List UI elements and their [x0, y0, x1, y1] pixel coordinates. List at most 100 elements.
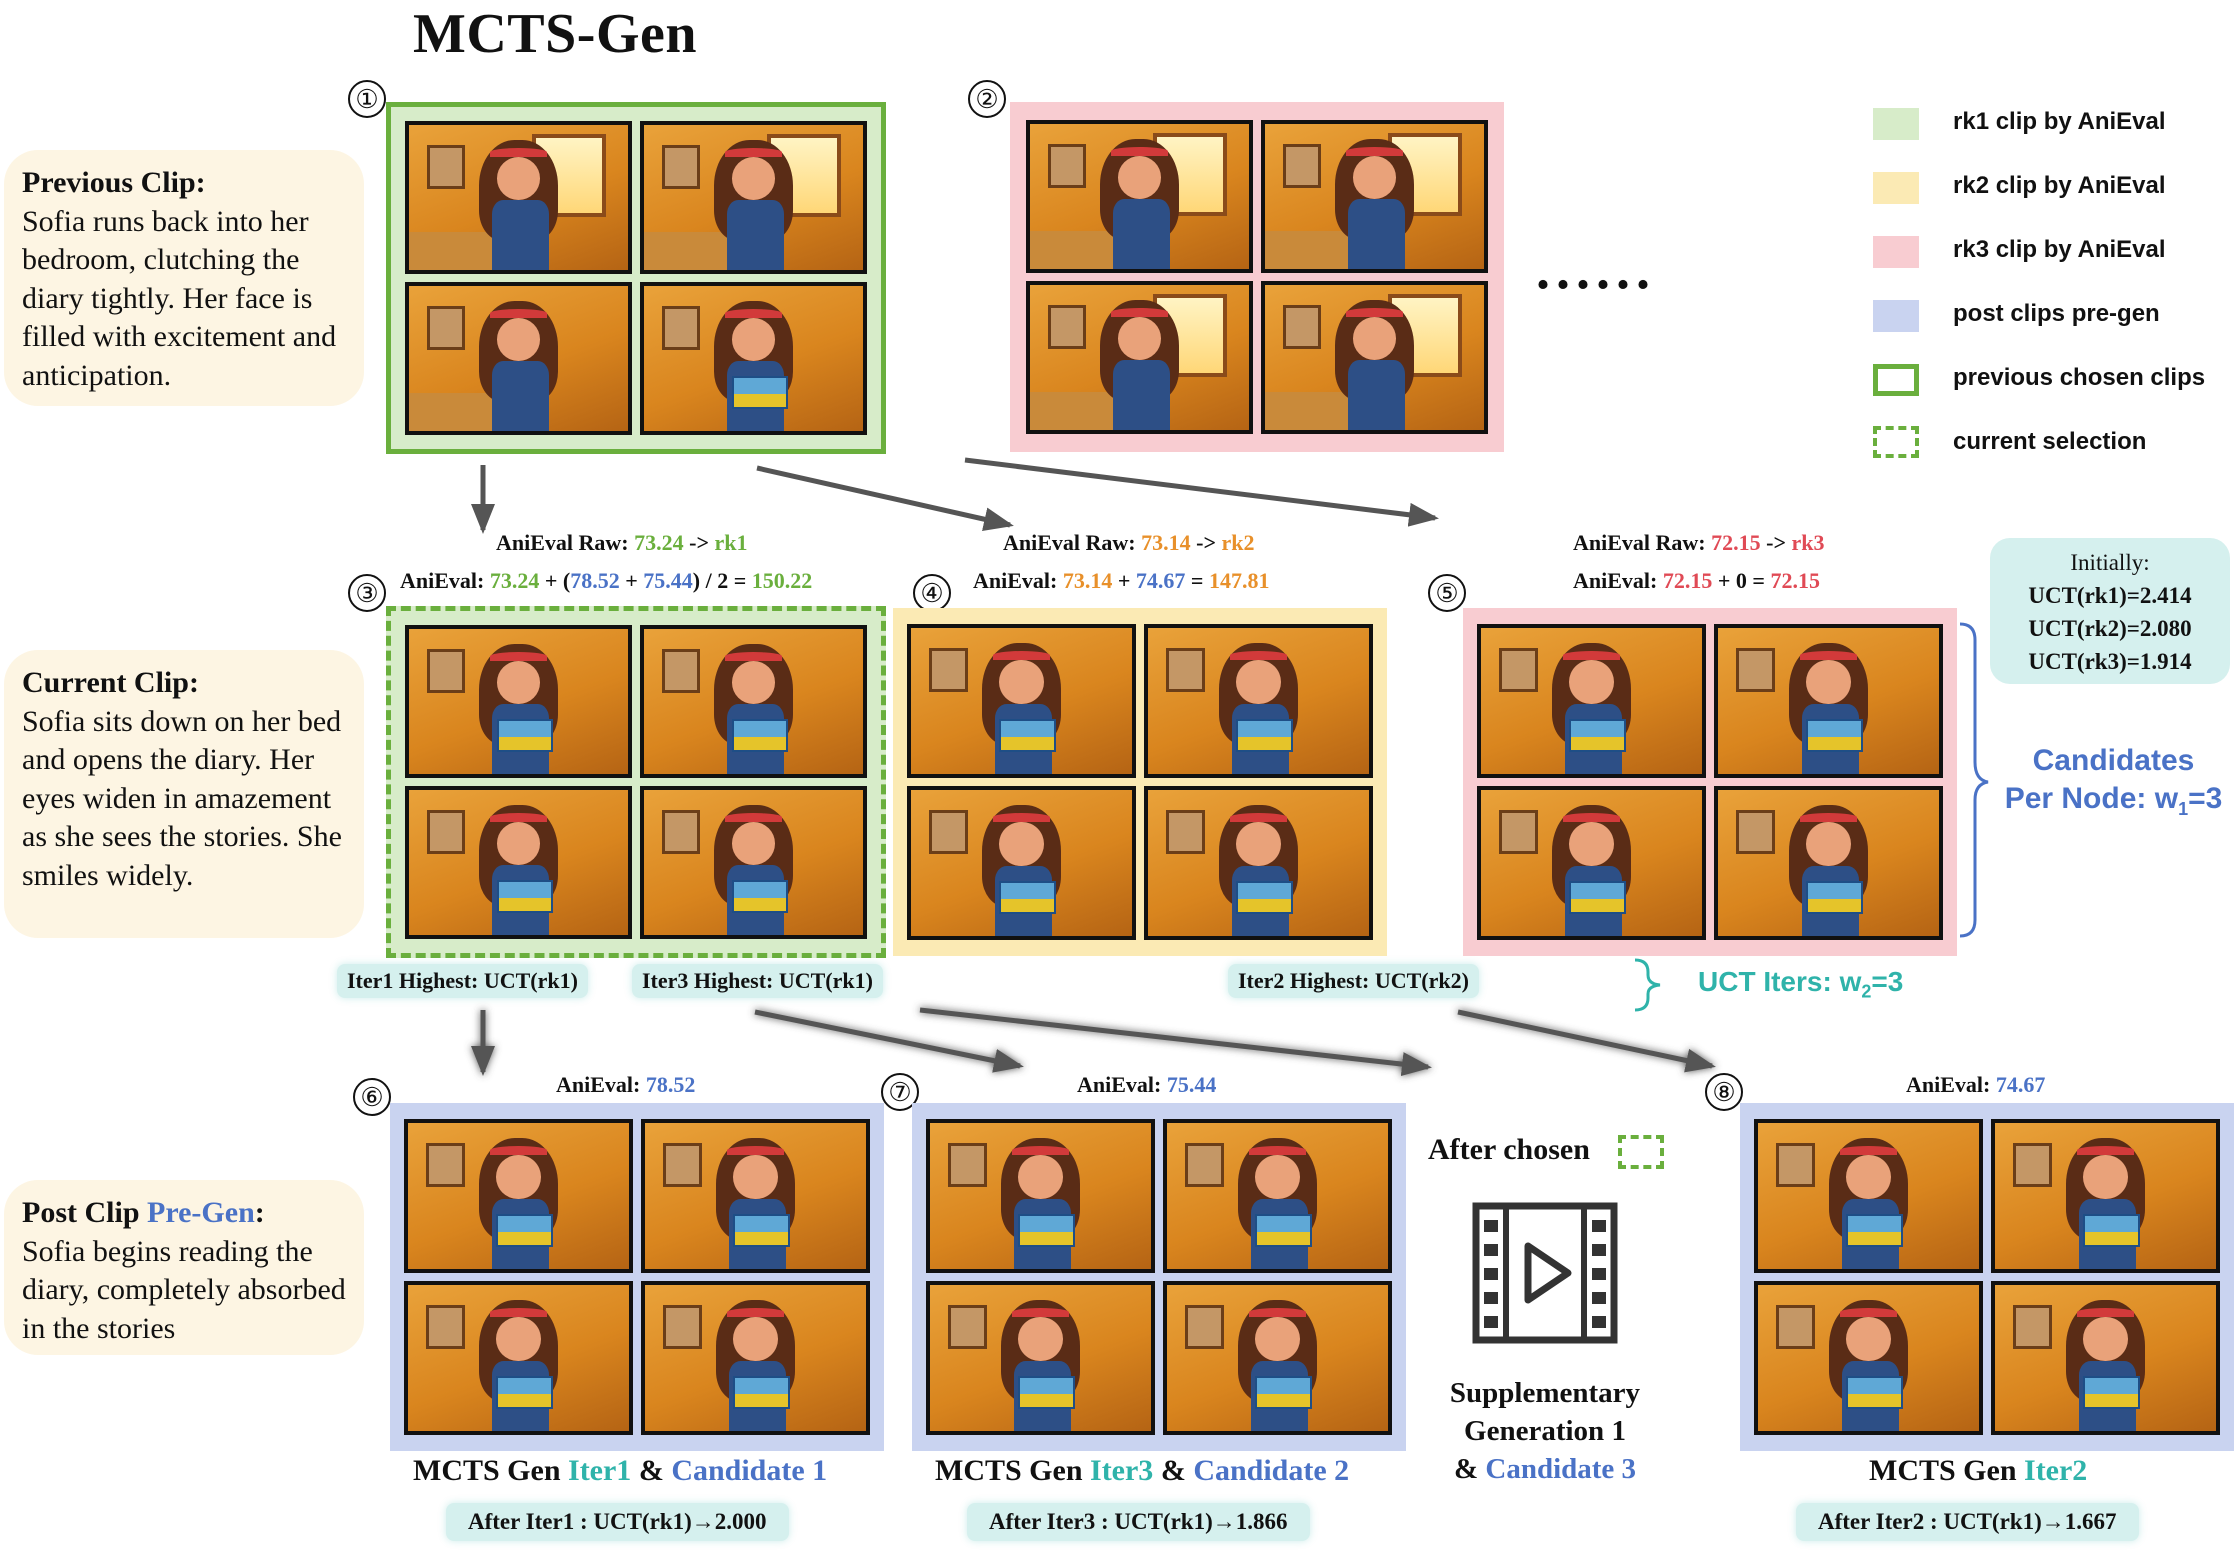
clip-grid-2	[1026, 120, 1488, 434]
panel-node-2[interactable]	[1010, 102, 1504, 452]
after-iter3-label: After Iter3 : UCT(rk1)→1.866	[967, 1503, 1310, 1541]
caption-node-8: MCTS Gen Iter2	[1869, 1454, 2088, 1487]
clip-frame	[1144, 624, 1373, 778]
clip-grid-8	[1754, 1119, 2220, 1435]
candidates-line1: Candidates	[2032, 744, 2195, 777]
clip-frame	[1477, 624, 1706, 778]
score-raw-rk3: AniEval Raw: 72.15 -> rk3	[1573, 530, 1825, 555]
clip-frame	[641, 1281, 870, 1435]
clip-frame	[404, 1281, 633, 1435]
clip-grid-6	[404, 1119, 870, 1435]
iter1-highest-label: Iter1 Highest: UCT(rk1)	[337, 964, 588, 998]
clip-frame	[926, 1281, 1155, 1435]
node-number-8: ⑧	[1705, 1073, 1743, 1111]
clip-frame	[640, 786, 867, 939]
diagram-title: MCTS-Gen	[413, 3, 697, 65]
legend-label-rk3: rk3 clip by AniEval	[1953, 236, 2166, 263]
clip-frame	[1261, 120, 1488, 273]
clip-frame	[405, 282, 632, 435]
after-chosen-label: After chosen	[1428, 1133, 1590, 1166]
candidates-brace	[1959, 622, 1989, 938]
post-clip-note: Post Clip Pre-Gen: Sofia begins reading …	[4, 1180, 364, 1355]
clip-grid-3	[405, 625, 867, 939]
legend-swatch-rk1	[1873, 108, 1919, 140]
clip-frame	[1163, 1119, 1392, 1273]
clip-frame	[641, 1119, 870, 1273]
panel-node-5[interactable]	[1463, 608, 1957, 956]
panel-node-4[interactable]	[893, 608, 1387, 956]
arrow-node4-node8	[1457, 1009, 1716, 1073]
clip-frame	[907, 624, 1136, 778]
supplementary-line2: Generation 1	[1464, 1415, 1626, 1447]
node-number-7: ⑦	[881, 1073, 919, 1111]
arrow-node1-node4	[756, 465, 1014, 531]
legend-swatch-rk3	[1873, 236, 1919, 268]
score-eval-rk2: AniEval: 73.14 + 74.67 = 147.81	[973, 568, 1270, 593]
current-clip-heading: Current Clip:	[22, 666, 199, 699]
clip-frame	[1714, 624, 1943, 778]
legend-swatch-current	[1873, 426, 1919, 458]
clip-frame	[405, 121, 632, 274]
legend-swatch-previous	[1873, 364, 1919, 396]
clip-frame	[1754, 1119, 1983, 1273]
legend-swatch-post	[1873, 300, 1919, 332]
arrow-node3-node7	[754, 1009, 1024, 1073]
clip-frame	[405, 786, 632, 939]
caption-node-6: MCTS Gen Iter1 & Candidate 1	[413, 1454, 828, 1487]
panel-node-7[interactable]	[912, 1103, 1406, 1451]
clip-frame	[1261, 281, 1488, 434]
score-raw-rk2: AniEval Raw: 73.14 -> rk2	[1003, 530, 1255, 555]
previous-clip-colon: :	[195, 166, 206, 199]
initial-uct-rk2: UCT(rk2)=2.080	[2028, 616, 2192, 641]
previous-clip-heading: Previous Clip	[22, 166, 196, 199]
clip-frame	[926, 1119, 1155, 1273]
supplementary-generation-label: Supplementary Generation 1 & Candidate 3	[1395, 1374, 1695, 1488]
panel-node-1[interactable]	[386, 102, 886, 454]
panel-node-3[interactable]	[386, 606, 886, 958]
panel-node-6[interactable]	[390, 1103, 884, 1451]
legend-swatch-rk2	[1873, 172, 1919, 204]
clip-frame	[1754, 1281, 1983, 1435]
previous-clip-note: Previous Clip: Sofia runs back into her …	[4, 150, 364, 406]
score-raw-rk1: AniEval Raw: 73.24 -> rk1	[496, 530, 748, 555]
node-number-5: ⑤	[1428, 574, 1466, 612]
legend-label-previous: previous chosen clips	[1953, 364, 2206, 391]
post-clip-heading-c: :	[254, 1196, 265, 1229]
after-iter1-label: After Iter1 : UCT(rk1)→2.000	[446, 1503, 789, 1541]
clip-frame	[1714, 786, 1943, 940]
legend-label-post: post clips pre-gen	[1953, 300, 2160, 327]
arrow-node3-supplementary	[919, 1007, 1432, 1077]
post-score-8: AniEval: 74.67	[1906, 1072, 2046, 1097]
current-clip-note: Current Clip: Sofia sits down on her bed…	[4, 650, 364, 938]
uct-iters-brace	[1634, 958, 1661, 1012]
clip-frame	[1026, 281, 1253, 434]
clip-grid-7	[926, 1119, 1392, 1435]
initial-uct-rk3: UCT(rk3)=1.914	[2028, 649, 2192, 674]
node-number-2: ②	[968, 80, 1006, 118]
current-selection-marker	[1618, 1135, 1664, 1169]
initial-uct-rk1: UCT(rk1)=2.414	[2028, 583, 2192, 608]
previous-clip-text: Sofia runs back into her bedroom, clutch…	[22, 204, 337, 392]
clip-frame	[907, 786, 1136, 940]
post-clip-heading-b: Pre-Gen	[147, 1196, 255, 1229]
score-eval-rk1: AniEval: 73.24 + (78.52 + 75.44) / 2 = 1…	[400, 568, 813, 593]
iter2-highest-label: Iter2 Highest: UCT(rk2)	[1228, 964, 1479, 998]
supplementary-line3: & Candidate 3	[1453, 1453, 1637, 1485]
candidates-line2: Per Node: w1=3	[2004, 782, 2223, 819]
node-number-3: ③	[348, 574, 386, 612]
video-film-icon	[1472, 1202, 1618, 1344]
clip-frame	[404, 1119, 633, 1273]
clip-grid-4	[907, 624, 1373, 940]
current-clip-text: Sofia sits down on her bed and opens the…	[22, 704, 342, 892]
initial-uct-label: Initially:	[2070, 550, 2150, 575]
post-score-7: AniEval: 75.44	[1077, 1072, 1217, 1097]
clip-frame	[405, 625, 632, 778]
clip-frame	[1026, 120, 1253, 273]
panel-node-8[interactable]	[1740, 1103, 2234, 1451]
clip-grid-1	[405, 121, 867, 435]
node-number-6: ⑥	[353, 1078, 391, 1116]
clip-frame	[1163, 1281, 1392, 1435]
post-score-6: AniEval: 78.52	[556, 1072, 696, 1097]
after-iter2-label: After Iter2 : UCT(rk1)→1.667	[1796, 1503, 2139, 1541]
